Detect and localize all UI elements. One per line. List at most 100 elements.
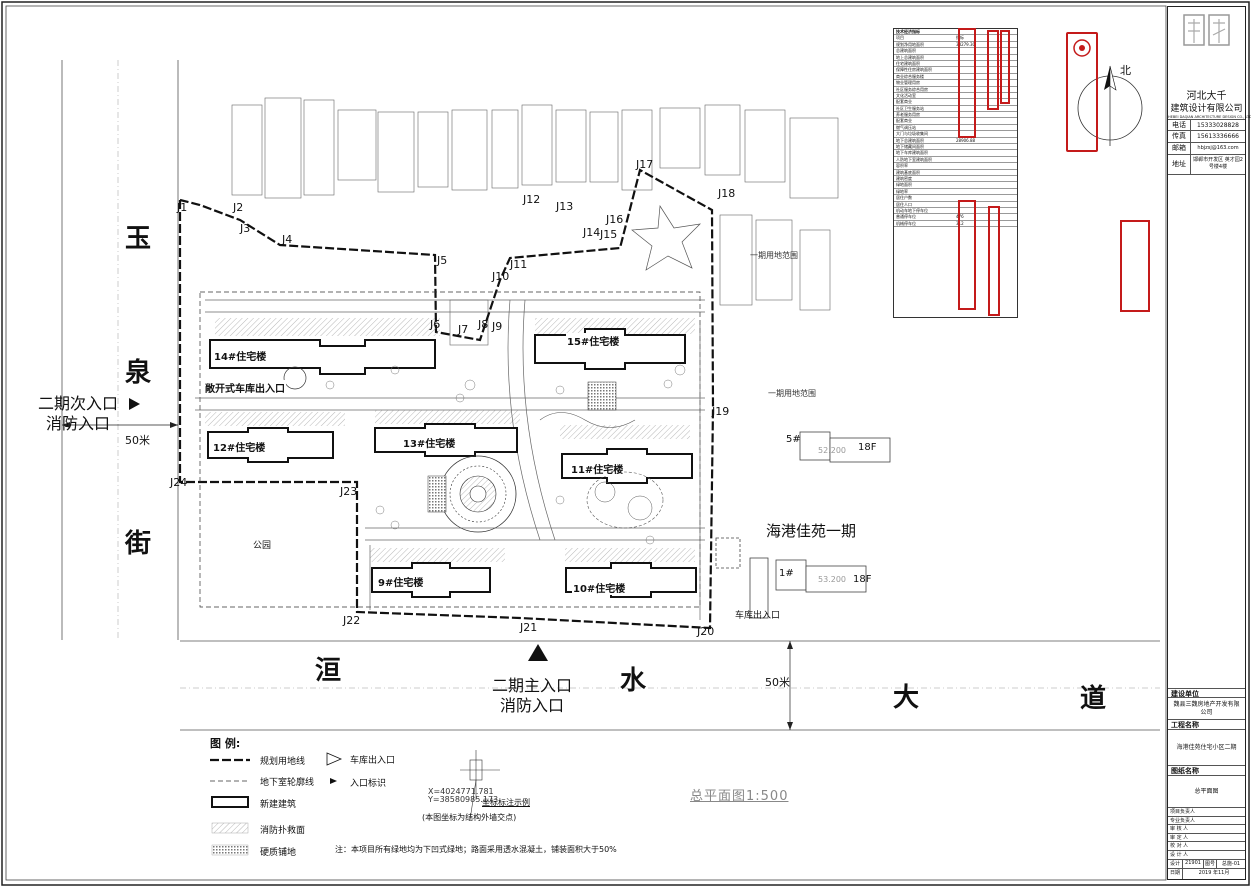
legend-fire-rescue: 消防扑救面 [260,826,306,836]
tech-row-value: 28906.88 [956,137,976,143]
tech-row-label: 社区服务综合用房 [896,86,928,92]
street-yuquan-char-1: 玉 [125,224,152,254]
street-huanshui-char-3: 大 [893,683,920,713]
approval-stamp-4 [958,200,976,310]
approval-stamp-7 [1120,220,1150,312]
legend-new-building: 新建建筑 [260,800,297,810]
point-j11: J11 [510,258,528,271]
street-yuquan-char-3: 街 [125,529,152,559]
point-j13: J13 [556,200,574,213]
point-j22: J22 [343,614,361,627]
tech-table-row: 绿地率 [894,189,1017,196]
tb-fax-value: 15613336666 [1197,133,1239,140]
central-garden [283,204,702,533]
tech-table-row: 总建筑面积 [894,48,1017,55]
tech-table-row: 容积率 [894,163,1017,170]
tech-table-row: 配套商业 [894,99,1017,106]
tech-row-value: 指标 [956,35,964,41]
tb-email-label: 邮箱 [1168,143,1191,154]
tech-row-label: 容积率 [896,163,908,169]
tech-row-label: 地下车库建筑面积 [896,150,928,156]
tech-row-label: 建筑基底面积 [896,169,920,175]
point-j2: J2 [233,201,244,214]
building-5-floors: 18F [858,442,877,453]
phase1-label: 海港佳苑一期 [766,522,857,540]
tb-row-date: 日期 2019 年11月 [1168,869,1245,879]
tech-table-row: 文化活动室 [894,93,1017,100]
building-1-height: 53.200 [818,575,846,584]
tech-row-label: 机动车地下停车位 [896,207,928,213]
tb-sign-row: 校 对 人 [1168,842,1245,851]
point-j16: J16 [606,213,624,226]
point-j21: J21 [520,621,538,634]
north-arrow [1077,65,1143,146]
tb-drawing-label: 图纸名称 [1168,766,1245,776]
tb-sign-label: 校 对 人 [1170,843,1189,850]
tech-row-label: 规划净用地面积 [896,41,924,47]
tb-date-label: 日期 [1168,869,1183,879]
point-j18: J18 [718,187,736,200]
coord-note: (本图坐标为结构外墙交点) [422,813,517,822]
tb-fax-label: 传真 [1168,131,1191,142]
tech-row-value [956,163,1017,168]
legend-basement-line: 地下室轮廓线 [260,778,315,788]
tech-table-row: 社区卫生服务站 [894,105,1017,113]
point-j7: J7 [458,323,469,336]
point-j19: J19 [712,405,730,418]
street-huanshui-char-2: 水 [620,666,647,696]
tech-table-row: 大门与垃圾收集间 [894,131,1017,138]
building-1-label: 1# [779,568,794,579]
approval-stamp-3 [1000,30,1010,104]
tech-row-label: 燃气调压站 [896,124,916,130]
tech-row-value [956,182,1017,187]
tb-sign-row: 审 定 人 [1168,834,1245,843]
tb-date: 2019 年11月 [1198,870,1230,876]
company-name-2: 建筑设计有限公司 [1170,104,1243,114]
tech-table-row: 居住人口 [894,202,1017,208]
tech-row-label: 居住户数 [896,195,912,201]
tech-row-value [956,157,1017,162]
phase1-range-top: 一期用地范围 [750,251,798,260]
company-name: 河北大千 [1186,91,1227,102]
tb-project: 海港佳苑住宅小区二期 [1168,730,1245,766]
tech-row-value [956,170,1017,175]
tech-table-row: 项目指标 [894,35,1017,42]
tech-table-title: 技术经济指标 [894,29,1017,36]
tech-row-label: 建筑密度 [896,175,912,181]
tech-row-label: 住宅建筑面积 [896,60,920,66]
tb-sign-label: 设 计 人 [1170,852,1189,858]
company-name-en: HEBEI DAQIAN ARCHITECTURE DESIGN CO., LT… [1168,115,1251,119]
building-13-label: 13#住宅楼 [402,435,457,450]
phase1-range-right: 一期用地范围 [768,389,816,398]
legend-entrance-mark: 入口标识 [350,779,387,789]
logo-icon [1182,14,1230,46]
legend-boundary-line: 规划用地线 [260,757,306,767]
tech-row-label: 人防地下室建筑面积 [896,156,932,162]
fire-rescue-areas [205,318,695,562]
tech-row-value [956,189,1017,194]
point-j23: J23 [340,485,358,498]
building-10-label: 10#住宅楼 [572,580,627,595]
tech-table-row: 建筑密度 [894,175,1017,183]
approval-stamp-1 [958,28,976,138]
point-j10: J10 [492,270,510,283]
point-j9: J9 [492,320,503,333]
tech-row-label: 社区卫生服务站 [896,105,924,111]
west-entrance-marker [129,398,140,410]
street-huanshui-char-1: 洹 [315,656,342,686]
tb-client-label: 建设单位 [1168,688,1245,698]
point-j12: J12 [523,193,541,206]
tb-sign-row: 专业负责人 [1168,817,1245,826]
tech-table-row: 物业管理用房 [894,80,1017,87]
point-j14: J14 [583,226,601,239]
tb-sign-label: 审 定 人 [1170,834,1189,841]
building-12-label: 12#住宅楼 [212,439,267,454]
tb-design-no-label: 设计号 [1168,860,1183,868]
point-j3: J3 [240,222,251,235]
tb-address-value: 邯郸市开发区 英才园2号楼4楼 [1193,157,1243,170]
west-entrance-label: 二期次入口 消防入口 [38,394,118,434]
tb-row-email: 邮箱 hbjzsj@163.com [1168,143,1245,155]
